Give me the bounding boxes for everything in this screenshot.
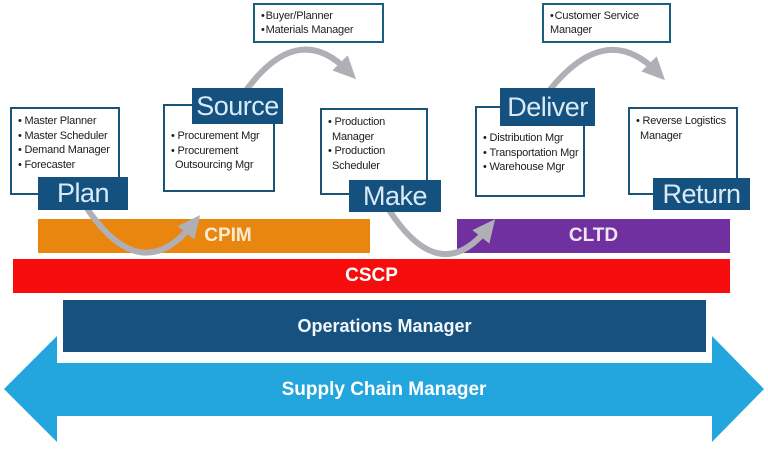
note-item: Buyer/Planner <box>261 9 378 23</box>
supply-chain-manager-label: Supply Chain Manager <box>281 378 487 400</box>
double-arrow-shape <box>4 336 764 442</box>
role-item: Master Planner <box>18 114 116 129</box>
plan-tile: Plan <box>38 177 128 210</box>
operations-manager-bar: Operations Manager <box>63 300 706 352</box>
role-item: Production Manager <box>328 115 424 144</box>
customer-service-note-box: Customer Service Manager <box>542 3 671 43</box>
cscp-bar: CSCP <box>13 259 730 293</box>
role-item: Procurement Outsourcing Mgr <box>171 144 271 173</box>
source-tile: Source <box>192 88 283 124</box>
deliver-tile: Deliver <box>500 88 595 126</box>
role-item: Demand Manager <box>18 143 116 158</box>
buyer-planner-note-box: Buyer/Planner Materials Manager <box>253 3 384 43</box>
cpim-bar: CPIM <box>38 219 370 253</box>
role-item: Procurement Mgr <box>171 129 271 144</box>
role-item: Production Scheduler <box>328 144 424 173</box>
role-item: Reverse Logistics Manager <box>636 114 734 143</box>
role-item: Warehouse Mgr <box>483 160 581 175</box>
return-tile: Return <box>653 178 750 210</box>
note-item: Materials Manager <box>261 23 378 37</box>
note-item: Customer Service Manager <box>550 9 665 37</box>
role-item: Master Scheduler <box>18 129 116 144</box>
role-item: Distribution Mgr <box>483 131 581 146</box>
role-item: Transportation Mgr <box>483 146 581 161</box>
cltd-bar: CLTD <box>457 219 730 253</box>
make-tile: Make <box>349 180 441 212</box>
role-item: Forecaster <box>18 158 116 173</box>
